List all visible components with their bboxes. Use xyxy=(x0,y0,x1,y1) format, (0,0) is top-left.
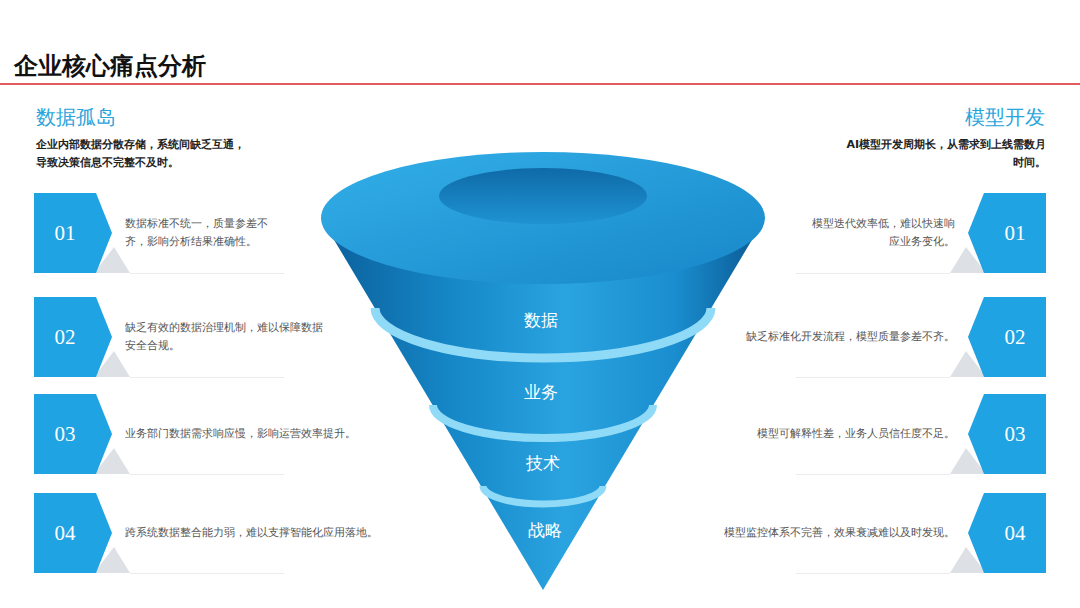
funnel-band: 数据 xyxy=(496,304,586,336)
band-label: 数据 xyxy=(524,309,558,332)
number-chevron xyxy=(756,193,1046,275)
item-text: 模型迭代效率低，难以快速响 应业务变化。 xyxy=(805,193,955,273)
item-text: 跨系统数据整合能力弱，难以支撑智能化应用落地。 xyxy=(125,493,395,573)
callout-number: 02 xyxy=(984,297,1046,377)
pain-point-item: 03业务部门数据需求响应慢，影响运营效率提升。 xyxy=(34,394,324,474)
item-text: 数据标准不统一，质量参差不 齐，影响分析结果准确性。 xyxy=(125,193,275,273)
band-label: 技术 xyxy=(526,452,560,475)
funnel-band: 技术 xyxy=(498,447,588,479)
item-text: 模型监控体系不完善，效果衰减难以及时发现。 xyxy=(685,493,955,573)
pain-point-item: 03模型可解释性差，业务人员信任度不足。 xyxy=(756,394,1046,474)
pain-point-item: 04跨系统数据整合能力弱，难以支撑智能化应用落地。 xyxy=(34,493,324,573)
pain-point-item: 02缺乏有效的数据治理机制，难以保障数据 安全合规。 xyxy=(34,297,324,377)
callout-number: 01 xyxy=(984,193,1046,273)
funnel-ring xyxy=(483,486,603,504)
number-chevron xyxy=(34,193,324,275)
title-rule xyxy=(0,83,1080,85)
number-chevron xyxy=(34,297,324,379)
funnel-ring xyxy=(375,308,711,358)
item-text: 业务部门数据需求响应慢，影响运营效率提升。 xyxy=(125,394,395,474)
item-text: 模型可解释性差，业务人员信任度不足。 xyxy=(685,394,955,474)
callout-number: 03 xyxy=(34,394,96,474)
pain-point-item: 04模型监控体系不完善，效果衰减难以及时发现。 xyxy=(756,493,1046,573)
slide-title: 企业核心痛点分析 xyxy=(14,50,206,82)
section-heading: 数据孤岛 xyxy=(36,104,236,130)
callout-number: 03 xyxy=(984,394,1046,474)
band-label: 战略 xyxy=(528,519,562,542)
section-description: 企业内部数据分散存储，系统间缺乏互通， 导致决策信息不完整不及时。 xyxy=(36,136,256,171)
callout-number: 04 xyxy=(34,493,96,573)
item-text: 缺乏有效的数据治理机制，难以保障数据 安全合规。 xyxy=(125,297,330,377)
funnel-ring xyxy=(433,405,653,438)
section-heading: 模型开发 xyxy=(845,104,1045,130)
funnel-rim xyxy=(321,152,765,284)
section-description: AI模型开发周期长，从需求到上线需数月 时间。 xyxy=(836,136,1046,171)
funnel-band: 战略 xyxy=(500,514,590,546)
pain-point-item: 01 数据标准不统一，质量参差不 齐，影响分析结果准确性。 xyxy=(34,193,324,273)
callout-number: 04 xyxy=(984,493,1046,573)
funnel-hole xyxy=(439,168,647,224)
callout-number: 01 xyxy=(34,193,96,273)
band-label: 业务 xyxy=(524,381,558,404)
callout-number: 02 xyxy=(34,297,96,377)
pain-point-item: 02缺乏标准化开发流程，模型质量参差不齐。 xyxy=(756,297,1046,377)
funnel-band: 业务 xyxy=(496,376,586,408)
pain-point-item: 01 模型迭代效率低，难以快速响 应业务变化。 xyxy=(756,193,1046,273)
item-text: 缺乏标准化开发流程，模型质量参差不齐。 xyxy=(685,297,955,377)
